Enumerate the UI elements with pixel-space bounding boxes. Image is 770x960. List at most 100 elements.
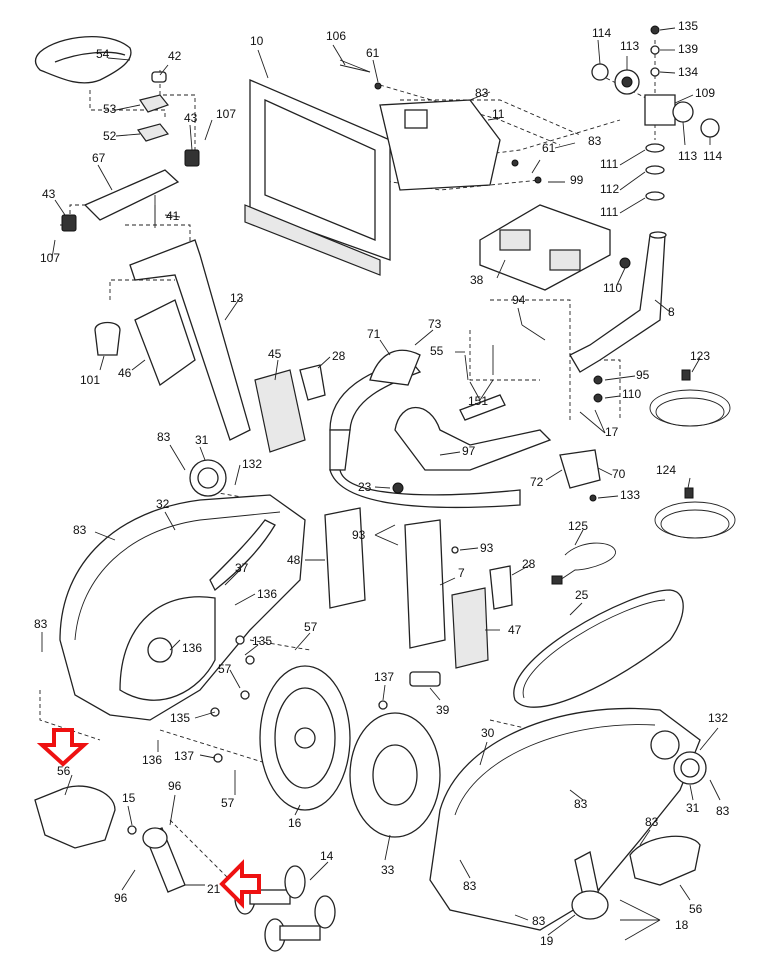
part-label-71: 71 [367, 327, 381, 341]
part-label-52: 52 [103, 129, 117, 143]
part-label-83: 83 [73, 523, 87, 537]
part-label-123: 123 [690, 349, 710, 363]
part-label-45: 45 [268, 347, 282, 361]
part-label-113: 113 [678, 149, 697, 163]
part-label-151: 151 [468, 394, 488, 408]
part-label-7: 7 [458, 566, 465, 580]
left-arrow-icon [219, 859, 261, 909]
part-label-10: 10 [250, 34, 264, 48]
part-label-54: 54 [96, 47, 110, 61]
part-label-21: 21 [207, 882, 221, 896]
part-label-39: 39 [436, 703, 450, 717]
part-label-13: 13 [230, 291, 244, 305]
part-label-134: 134 [678, 65, 698, 79]
part-label-93: 93 [352, 528, 366, 542]
part-label-137: 137 [174, 749, 194, 763]
part-label-132: 132 [242, 457, 262, 471]
part-label-48: 48 [287, 553, 301, 567]
part-label-136: 136 [142, 753, 162, 767]
part-label-83: 83 [157, 430, 171, 444]
part-label-32: 32 [156, 497, 170, 511]
part-label-56: 56 [57, 764, 71, 778]
part-label-16: 16 [288, 816, 302, 830]
part-label-70: 70 [612, 467, 626, 481]
part-label-135: 135 [252, 634, 272, 648]
part-label-111: 111 [600, 205, 619, 219]
part-label-95: 95 [636, 368, 650, 382]
seat-post-shape [83, 169, 180, 221]
part-label-38: 38 [470, 273, 484, 287]
frame-tube-shape [569, 234, 666, 373]
part-label-125: 125 [568, 519, 588, 533]
part-label-113: 113 [620, 39, 639, 53]
part-label-46: 46 [118, 366, 132, 380]
upright-shroud-shape [324, 507, 366, 609]
part-label-112: 112 [600, 182, 619, 196]
down-arrow-icon [36, 728, 90, 767]
part-label-136: 136 [257, 587, 277, 601]
part-label-42: 42 [168, 49, 182, 63]
part-label-11: 11 [492, 107, 505, 121]
fasteners [127, 59, 631, 835]
part-label-57: 57 [304, 620, 318, 634]
part-label-8: 8 [668, 305, 675, 319]
part-label-23: 23 [358, 480, 372, 494]
part-label-73: 73 [428, 317, 442, 331]
belt-shape [513, 589, 684, 708]
part-label-124: 124 [656, 463, 676, 477]
part-label-101: 101 [80, 373, 100, 387]
part-label-106: 106 [326, 29, 346, 43]
part-label-33: 33 [381, 863, 395, 877]
dumbbells-shape [234, 865, 336, 952]
leader-lines [41, 27, 721, 941]
part-label-107: 107 [216, 107, 236, 121]
part-label-15: 15 [122, 791, 136, 805]
part-label-83: 83 [34, 617, 48, 631]
part-label-97: 97 [462, 444, 476, 458]
part-label-110: 110 [622, 387, 641, 401]
part-label-133: 133 [620, 488, 640, 502]
part-label-99: 99 [570, 173, 584, 187]
part-label-83: 83 [588, 134, 602, 148]
part-label-135: 135 [678, 19, 698, 33]
part-label-47: 47 [508, 623, 522, 637]
part-label-132: 132 [708, 711, 728, 725]
part-label-83: 83 [574, 797, 588, 811]
part-label-14: 14 [320, 849, 334, 863]
part-label-37: 37 [235, 561, 249, 575]
part-label-57: 57 [221, 796, 235, 810]
part-label-19: 19 [540, 934, 554, 948]
part-label-96: 96 [168, 779, 182, 793]
part-label-67: 67 [92, 151, 106, 165]
left-pedal-shape [34, 785, 116, 849]
part-label-43: 43 [184, 111, 198, 125]
seat-upright-shape [129, 239, 251, 441]
part-label-18: 18 [675, 918, 689, 932]
part-label-114: 114 [592, 26, 611, 40]
part-label-93: 93 [480, 541, 494, 555]
part-label-17: 17 [605, 425, 619, 439]
part-label-114: 114 [703, 149, 722, 163]
part-label-30: 30 [481, 726, 495, 740]
part-label-94: 94 [512, 293, 526, 307]
part-label-96: 96 [114, 891, 128, 905]
part-label-61: 61 [366, 46, 380, 60]
part-label-137: 137 [374, 670, 394, 684]
part-label-57: 57 [218, 662, 232, 676]
part-label-25: 25 [575, 588, 589, 602]
part-label-41: 41 [166, 209, 180, 223]
part-label-139: 139 [678, 42, 698, 56]
part-label-28: 28 [522, 557, 536, 571]
part-label-107: 107 [40, 251, 60, 265]
part-label-72: 72 [530, 475, 544, 489]
part-label-83: 83 [716, 804, 730, 818]
part-label-111: 111 [600, 157, 619, 171]
part-label-83: 83 [463, 879, 477, 893]
part-label-53: 53 [103, 102, 117, 116]
part-label-61: 61 [542, 141, 556, 155]
part-label-56: 56 [689, 902, 703, 916]
upright-shape [404, 519, 446, 649]
part-label-83: 83 [645, 815, 659, 829]
